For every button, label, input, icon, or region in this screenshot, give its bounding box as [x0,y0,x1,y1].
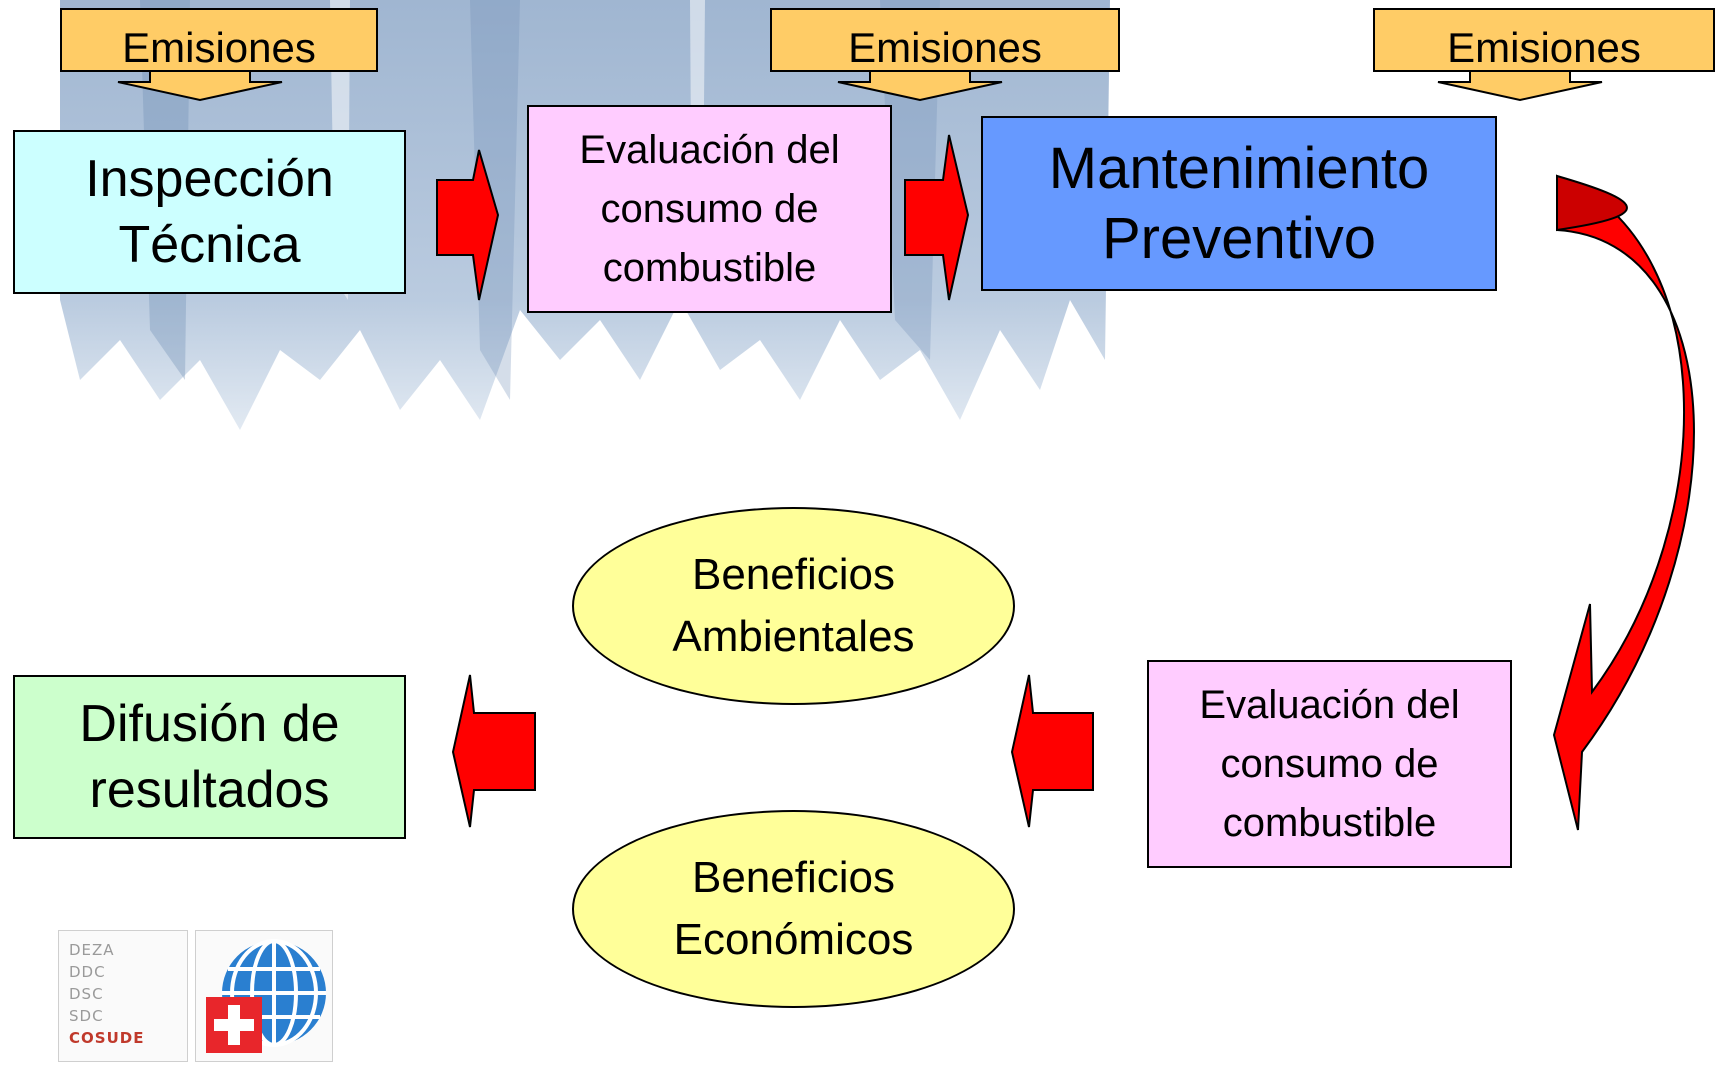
emissions-callout-1-label: Emisiones [122,24,316,71]
dissemination-box: Difusión de resultados [13,675,406,839]
maintenance-box: Mantenimiento Preventivo [981,116,1497,291]
fuel-eval-bottom-label: Evaluación del consumo de combustible [1199,682,1460,845]
emissions-2-pointer [837,72,1003,102]
econ-benefits-ellipse: Beneficios Económicos [572,810,1015,1008]
arrow-benefits-to-dissemination [451,674,536,828]
arrow-eval-to-maintenance [904,134,970,301]
arrow-inspection-to-eval [436,149,500,301]
inspection-label: Inspección Técnica [85,150,334,274]
globe-flag-icon [206,939,326,1053]
emissions-1-pointer [117,72,283,102]
logo-line-sdc: SDC [69,1007,104,1025]
fuel-eval-top-box: Evaluación del consumo de combustible [527,105,892,313]
logo-text-panel: DEZA DDC DSC SDC COSUDE [58,930,188,1062]
logo-line-deza: DEZA [69,941,115,959]
emissions-callout-1: Emisiones [60,8,378,72]
emissions-callout-3-label: Emisiones [1447,24,1641,71]
inspection-box: Inspección Técnica [13,130,406,294]
econ-benefits-label: Beneficios Económicos [673,853,914,964]
dissemination-label: Difusión de resultados [79,695,340,819]
cosude-logo: DEZA DDC DSC SDC COSUDE [58,930,333,1062]
curved-arrow-maintenance-to-eval [1552,174,1695,831]
fuel-eval-bottom-box: Evaluación del consumo de combustible [1147,660,1512,868]
logo-line-cosude: COSUDE [69,1029,145,1047]
fuel-eval-top-label: Evaluación del consumo de combustible [579,127,840,290]
env-benefits-label: Beneficios Ambientales [672,550,915,661]
logo-line-ddc: DDC [69,963,106,981]
emissions-3-pointer [1437,72,1603,102]
maintenance-label: Mantenimiento Preventivo [1048,135,1430,271]
arrow-eval-to-benefits [1010,674,1094,828]
emissions-callout-2-label: Emisiones [848,24,1042,71]
env-benefits-ellipse: Beneficios Ambientales [572,507,1015,705]
emissions-callout-2: Emisiones [770,8,1120,72]
emissions-callout-3: Emisiones [1373,8,1715,72]
logo-globe-panel [195,930,333,1062]
logo-line-dsc: DSC [69,985,104,1003]
